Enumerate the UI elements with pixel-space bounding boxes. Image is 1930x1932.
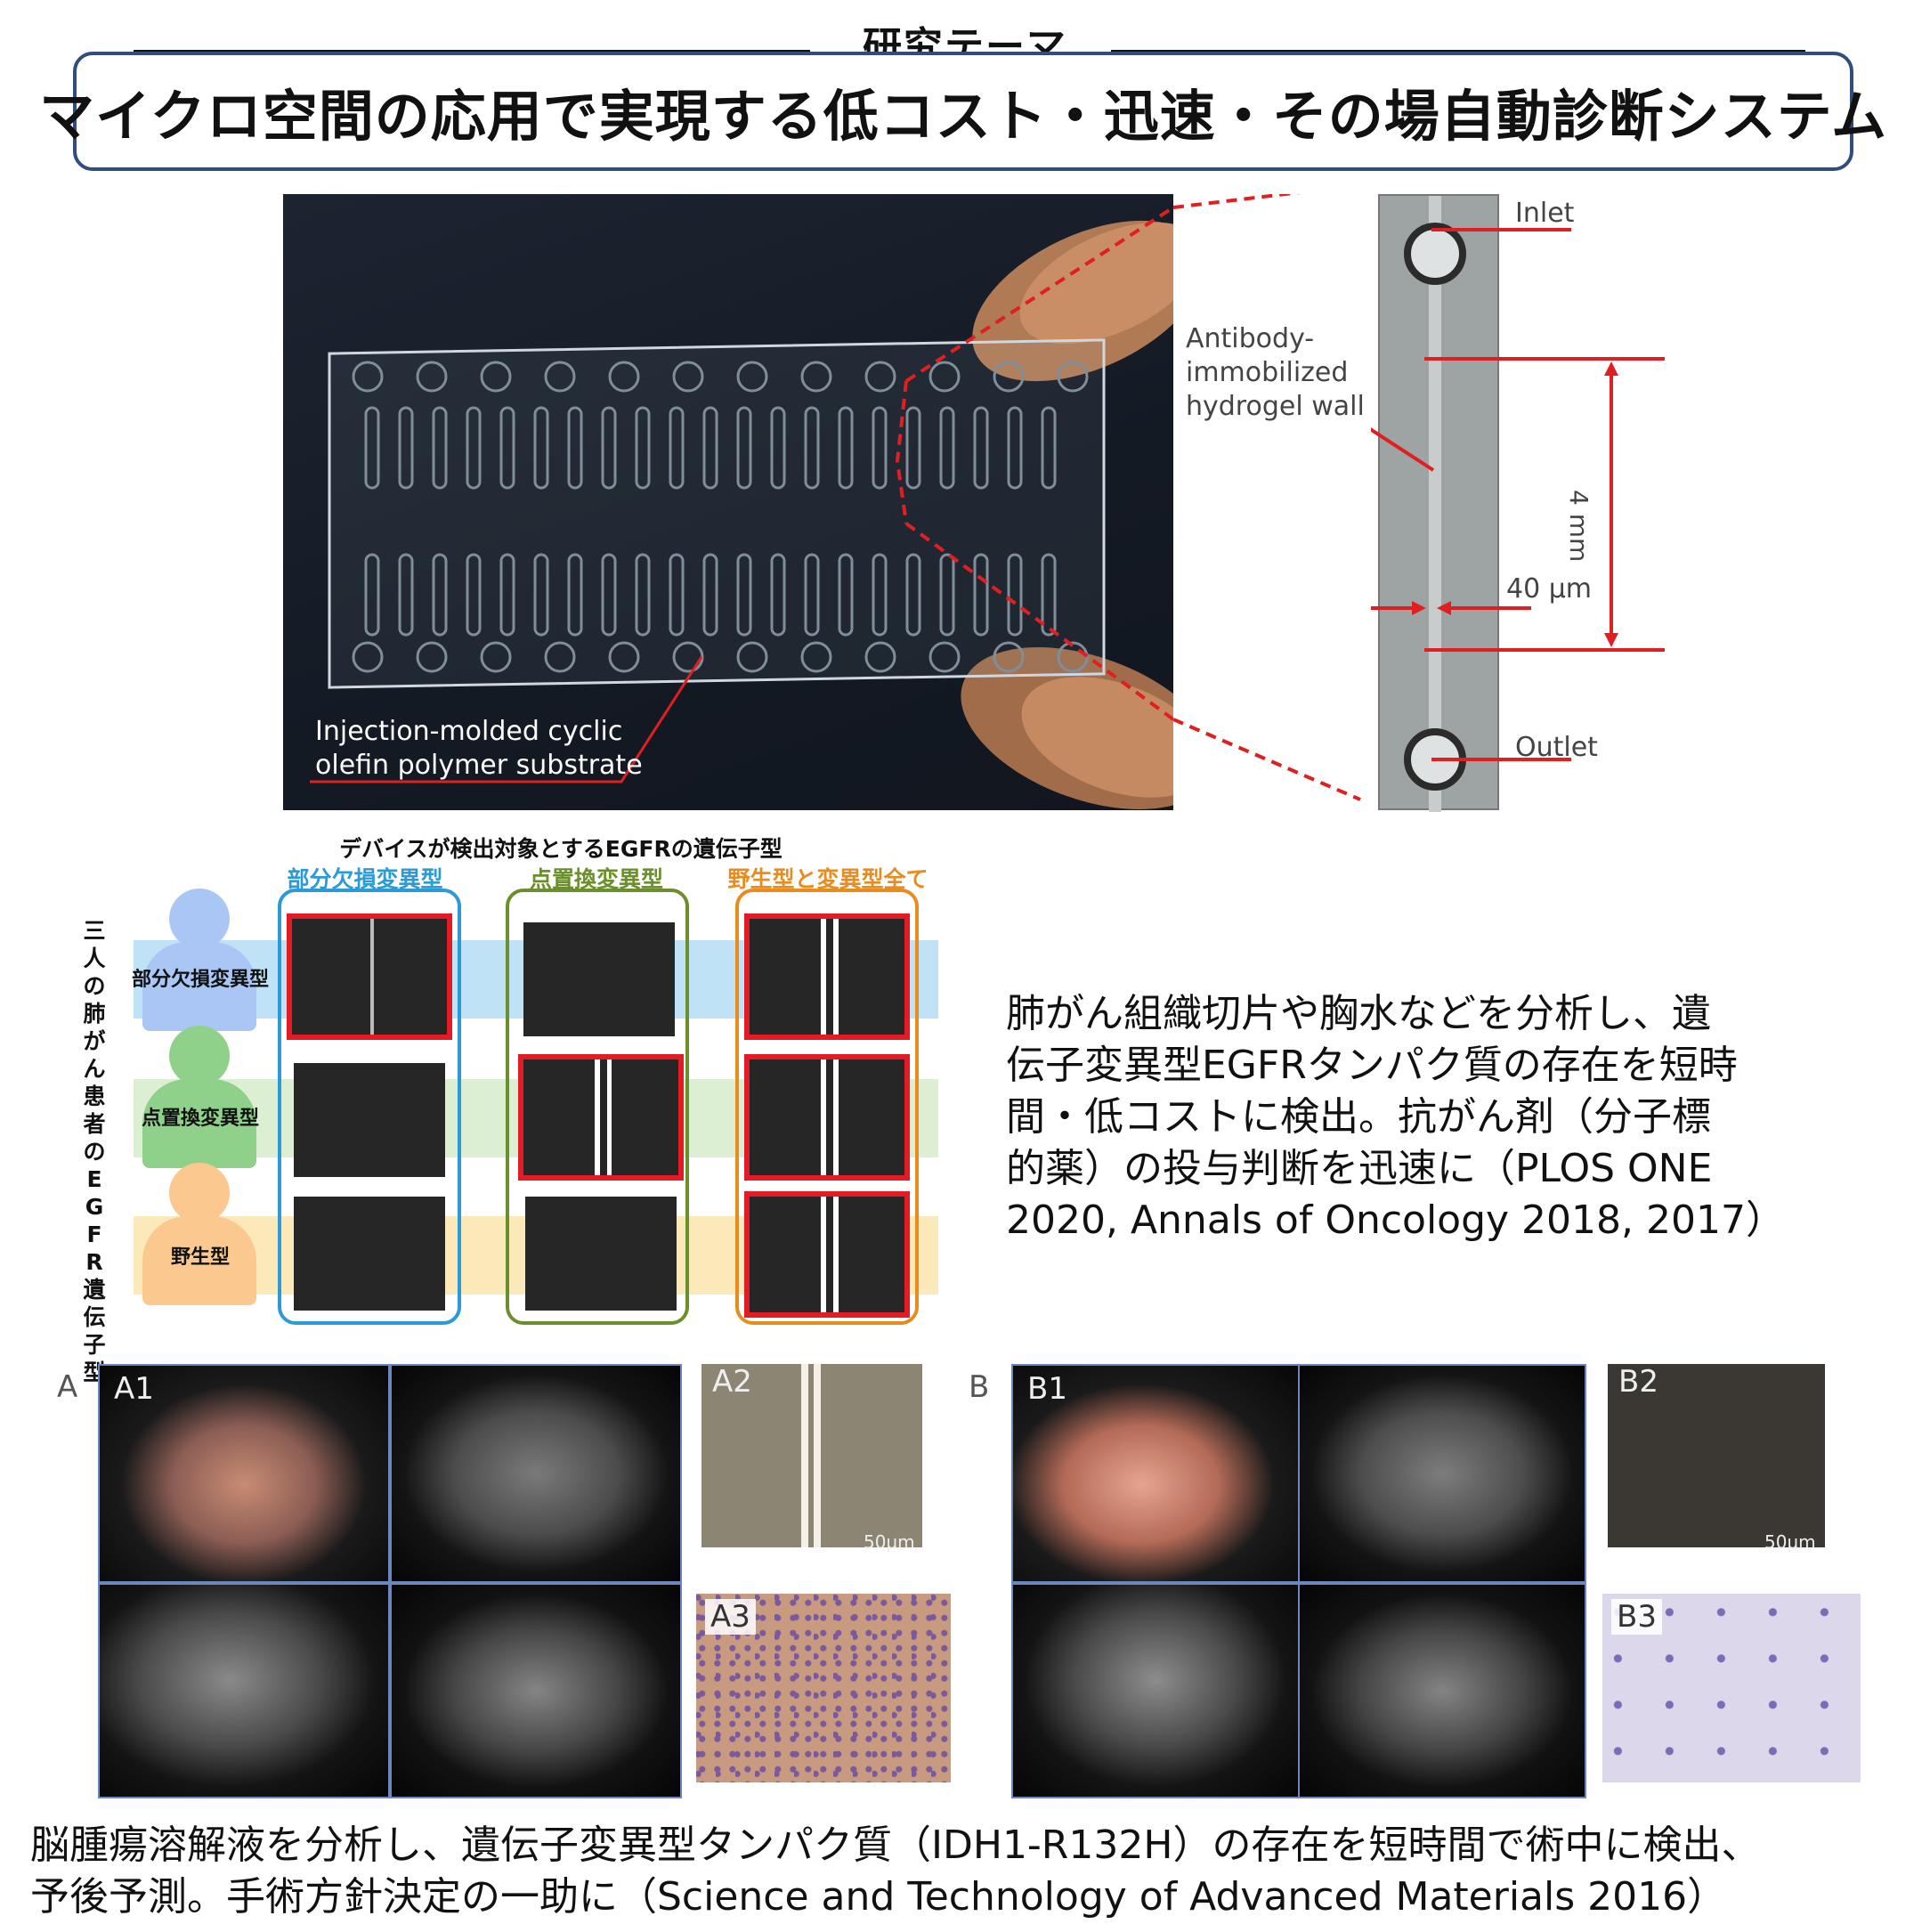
length-label: 4 mm [1564, 490, 1593, 563]
chip-illustration [310, 206, 1173, 810]
fluor-image-r3c1 [294, 1197, 445, 1311]
column-box-3 [735, 889, 919, 1325]
mri-a-sagittal [100, 1585, 388, 1797]
tile-label-a1: A1 [114, 1371, 154, 1407]
fluor-image-r3c3 [744, 1191, 910, 1318]
fluor-image-r1c3 [744, 913, 910, 1040]
column-head-2: 点置換変異型 [529, 866, 663, 892]
channel-annotations [1371, 228, 1665, 761]
header-rule-right [1111, 50, 1805, 53]
brain-description: 脳腫瘍溶解液を分析し、遺伝子変異型タンパク質（IDH1-R132H）の存在を短時… [30, 1820, 1918, 1923]
tile-label-b2: B2 [1618, 1364, 1658, 1400]
column-head-3: 野生型と変異型全て [727, 866, 929, 892]
substrate-label: Injection-molded cyclic olefin polymer s… [315, 715, 643, 783]
outlet-label: Outlet [1515, 732, 1598, 763]
row-label-3: 野生型 [170, 1246, 230, 1269]
mri-a1 [100, 1366, 388, 1581]
vertical-label-char: E [86, 1166, 102, 1192]
fluor-image-r2c1 [294, 1063, 445, 1177]
brain-line-1: 脳腫瘍溶解液を分析し、遺伝子変異型タンパク質（IDH1-R132H）の存在を短時… [30, 1822, 1761, 1868]
tile-label-b1: B1 [1027, 1371, 1067, 1407]
mri-grid-a [98, 1364, 682, 1798]
brain-line-2: 予後予測。手術方針決定の一助に（Science and Technology o… [30, 1874, 1727, 1920]
title-box: マイクロ空間の応用で実現する低コスト・迅速・その場自動診断システム [39, 52, 1886, 171]
scale-label-a: 50μm [864, 1531, 915, 1553]
vertical-label-char: 患 [83, 1084, 106, 1109]
vertical-label-char: の [83, 973, 106, 999]
vertical-label-char: F [86, 1222, 102, 1247]
wall-label-line2: immobilized [1186, 357, 1349, 388]
substrate-label-line1: Injection-molded cyclic [315, 716, 623, 747]
vertical-label-char: 肺 [83, 1001, 106, 1027]
fluor-image-r2c3 [744, 1054, 910, 1181]
fluor-image-r3c2 [525, 1197, 677, 1311]
lung-description: 肺がん組織切片や胸水などを分析し、遺 伝子変異型EGFRタンパク質の存在を短時 … [1006, 988, 1896, 1246]
vertical-label-char: 子 [83, 1332, 106, 1358]
column-box-1 [278, 889, 461, 1325]
lung-line-5: 2020, Annals of Oncology 2018, 2017） [1006, 1197, 1785, 1243]
mri-a-axial [392, 1366, 680, 1581]
vertical-label-char: R [85, 1249, 103, 1275]
vertical-label-char: 伝 [83, 1304, 106, 1330]
channel-zoom [1378, 194, 1499, 812]
row-label-1: 部分欠損変異型 [131, 969, 269, 991]
patient-icon-1 [142, 889, 256, 1031]
wall-label-line3: hydrogel wall [1186, 391, 1365, 422]
vertical-label-char: 人 [83, 946, 106, 971]
mri-a-coronal [392, 1585, 680, 1797]
tile-label-a3: A3 [705, 1599, 756, 1635]
column-head-1: 部分欠損変異型 [287, 866, 443, 892]
tile-label-a2: A2 [712, 1364, 752, 1400]
lung-line-3: 間・低コストに検出。抗がん剤（分子標 [1006, 1094, 1711, 1140]
lung-line-2: 伝子変異型EGFRタンパク質の存在を短時 [1006, 1043, 1738, 1088]
lung-line-1: 肺がん組織切片や胸水などを分析し、遺 [1006, 991, 1711, 1036]
mri-grid-b [1011, 1364, 1586, 1798]
wall-label-line1: Antibody- [1186, 323, 1315, 354]
panel-letter-a: A [57, 1369, 78, 1405]
inlet-label: Inlet [1515, 198, 1575, 229]
header-rule-left [134, 50, 810, 53]
inlet-port [1404, 223, 1466, 285]
vertical-label-char: G [85, 1194, 104, 1220]
fluor-image-r1c2 [523, 922, 675, 1036]
column-box-2 [506, 889, 689, 1325]
vertical-label-char: の [83, 1139, 106, 1165]
row-label-2: 点置換変異型 [141, 1108, 259, 1130]
wall-label: Antibody- immobilized hydrogel wall [1186, 322, 1365, 424]
fluor-image-r2c2 [518, 1054, 684, 1181]
page-title: マイクロ空間の応用で実現する低コスト・迅速・その場自動診断システム [39, 84, 1887, 149]
scale-label-b: 50μm [1764, 1531, 1816, 1553]
vertical-label-char: ん [83, 1056, 106, 1082]
mri-b-coronal [1300, 1585, 1585, 1797]
tile-label-b3: B3 [1611, 1599, 1662, 1635]
histology-a3 [696, 1594, 951, 1782]
width-label: 40 μm [1506, 573, 1593, 605]
hydrogel-wall [1429, 196, 1441, 812]
substrate-label-line2: olefin polymer substrate [315, 750, 643, 781]
fluor-b2 [1608, 1364, 1825, 1547]
vertical-label-char: 者 [83, 1111, 106, 1137]
device-photo: Injection-molded cyclic olefin polymer s… [283, 194, 1173, 810]
genotype-figure-title: デバイスが検出対象とするEGFRの遺伝子型 [339, 836, 783, 862]
fluor-a2 [701, 1364, 922, 1547]
patient-icon-2 [142, 1026, 256, 1168]
lung-line-4: 的薬）の投与判断を迅速に（PLOS ONE [1006, 1146, 1713, 1191]
vertical-label-char: が [83, 1028, 106, 1054]
vertical-label-char: 三 [83, 918, 106, 944]
panel-letter-b: B [969, 1369, 990, 1405]
fluor-image-r1c1 [287, 913, 452, 1040]
vertical-label-char: 遺 [83, 1277, 106, 1303]
mri-b1 [1013, 1366, 1298, 1581]
patient-icon-3 [142, 1163, 256, 1305]
zoom-connectors [1173, 194, 1361, 801]
mri-b-axial [1300, 1366, 1585, 1581]
mri-b-sagittal [1013, 1585, 1298, 1797]
